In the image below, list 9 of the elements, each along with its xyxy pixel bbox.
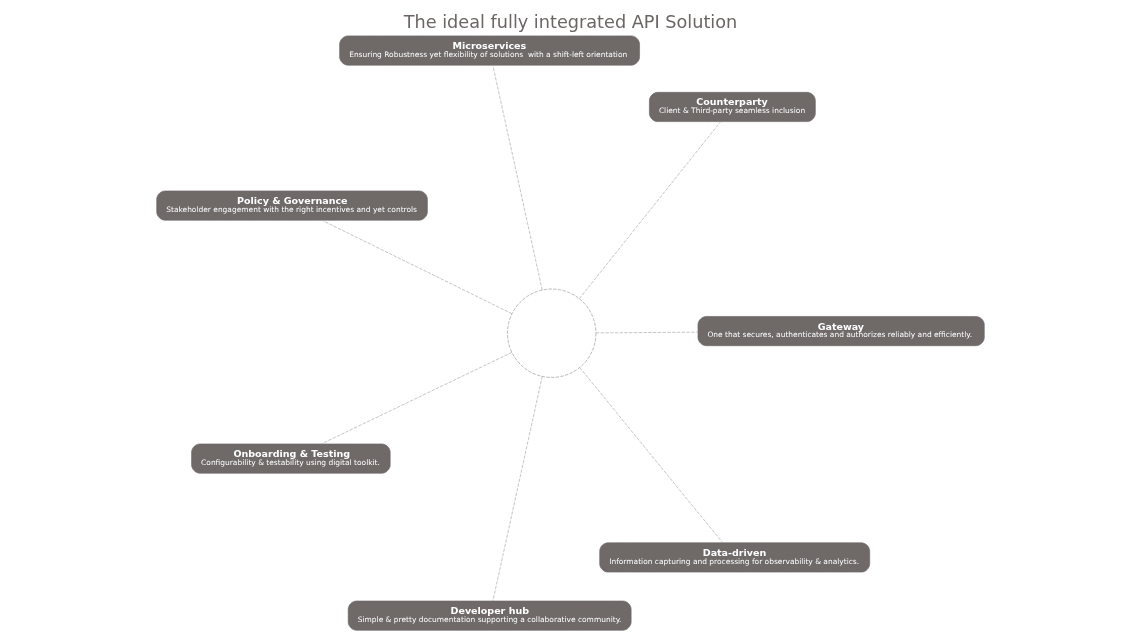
node-circle [506, 288, 596, 378]
connector [492, 376, 543, 602]
connector [578, 121, 721, 299]
connector [595, 331, 698, 334]
connector [321, 219, 512, 315]
connector [320, 352, 512, 445]
connector [492, 64, 543, 291]
diagram-title: The ideal fully integrated API Solution [403, 11, 737, 32]
connector [578, 367, 723, 544]
